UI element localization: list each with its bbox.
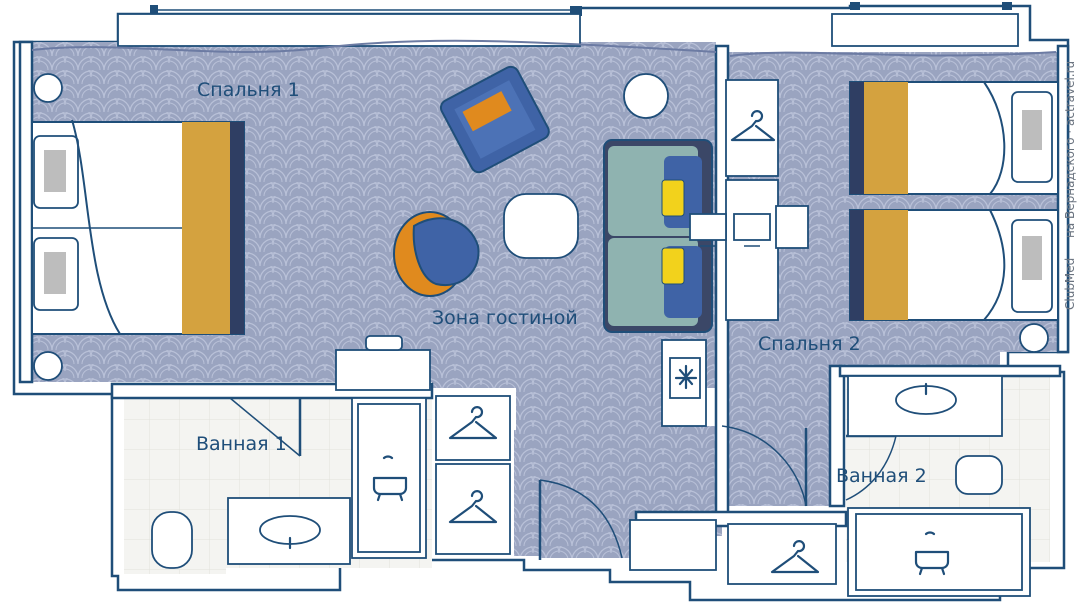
safe-cabinet: [661, 339, 707, 427]
wardrobe-hall: [629, 519, 837, 585]
armchair: [439, 65, 550, 174]
windows: [31, 2, 1057, 57]
hanger-icon: [730, 110, 776, 142]
credit: ClubMed на Вернадского · actravel.ru: [1063, 61, 1077, 310]
lounge-chair: [393, 211, 480, 297]
label-living: Зона гостиной: [432, 307, 578, 329]
bath2-fixtures: [847, 375, 1031, 597]
credit-brand: ClubMed: [1063, 258, 1077, 310]
single-bed-bottom: [849, 209, 1059, 353]
bath1-fixtures: [151, 335, 431, 569]
label-bath2: Ванная 2: [836, 465, 927, 487]
sofa: [603, 139, 713, 333]
hanger-icon: [448, 406, 498, 440]
round-table: [503, 73, 669, 259]
label-bedroom1: Спальня 1: [197, 79, 300, 101]
hanger-icon: [770, 540, 820, 574]
credit-text: на Вернадского · actravel.ru: [1063, 61, 1077, 238]
wardrobe-living: [435, 395, 511, 555]
label-bath1: Ванная 1: [196, 433, 287, 455]
desk-cabinet: [689, 79, 809, 321]
bathtub-icon: [372, 455, 408, 502]
double-bed: [31, 73, 245, 381]
label-bedroom2: Спальня 2: [758, 333, 861, 355]
hanger-icon: [448, 490, 498, 524]
single-bed-top: [849, 81, 1059, 195]
bathtub-icon: [914, 531, 950, 576]
